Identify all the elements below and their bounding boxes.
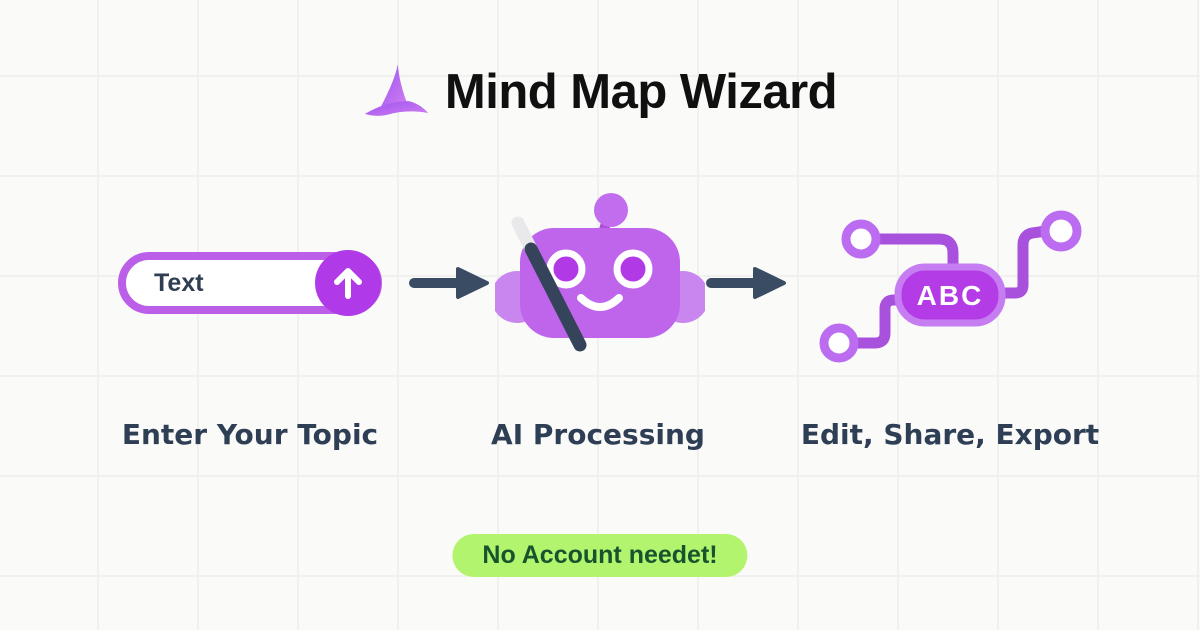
step-label-enter-topic: Enter Your Topic [121,418,379,451]
step-label-edit-share-export: Edit, Share, Export [800,418,1100,451]
mind-map-node-label: ABC [917,280,984,311]
step-label-ai-processing: AI Processing [491,418,705,451]
arrow-right-icon [409,267,489,299]
wizard-hat-icon [364,64,428,116]
arrow-right-icon [706,267,786,299]
robot-with-magic-wand-icon [495,193,705,352]
arrow-up-icon [334,268,362,299]
submit-topic-button[interactable] [315,250,381,316]
no-account-badge: No Account needet! [452,534,748,577]
mind-map-icon: ABC [819,210,1082,363]
topic-input-value: Text [154,268,204,297]
page-title: Mind Map Wizard [444,65,838,119]
header: Mind Map Wizard [0,56,1200,128]
